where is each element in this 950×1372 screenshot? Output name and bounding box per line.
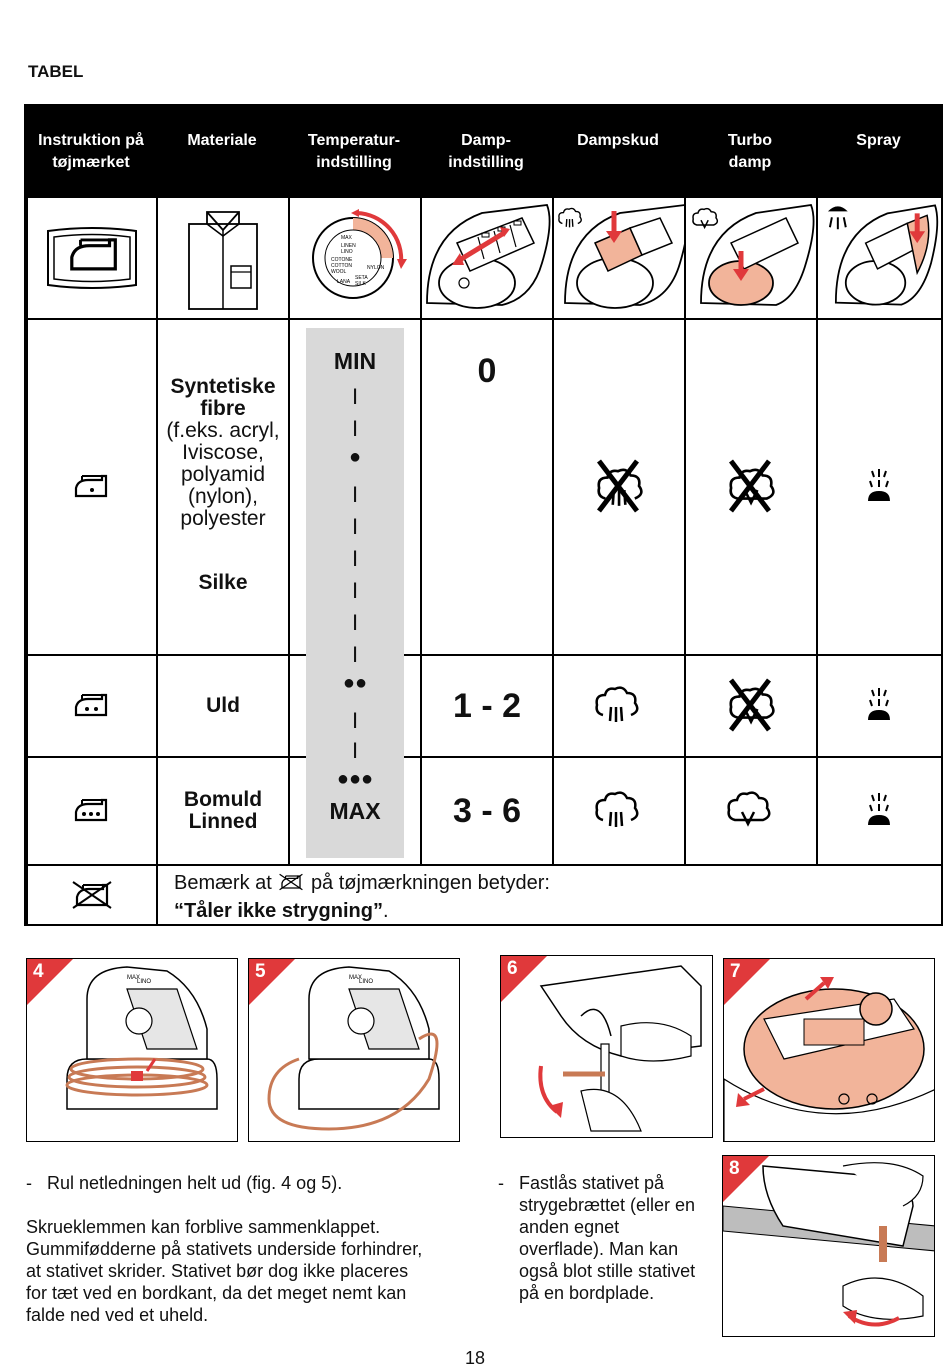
temp-three-dots: ●●●	[336, 768, 374, 790]
header-material: Materiale	[156, 106, 288, 198]
left-text-block: - Rul netledningen helt ud (fig. 4 og 5)…	[26, 1172, 486, 1326]
steam-cell-wool: 1 - 2	[420, 654, 554, 758]
left-paragraph: Skrueklemmen kan forblive sammenklappet.…	[26, 1217, 423, 1325]
note-cell: Bemærk at på tøjmærkningen betyder: “Tål…	[156, 864, 943, 926]
turbo-steam-icon	[684, 196, 818, 320]
spray-allowed-icon	[816, 318, 943, 656]
svg-text:COTONE: COTONE	[331, 257, 353, 263]
figure-7: 7	[723, 958, 935, 1142]
svg-text:LINEN: LINEN	[341, 243, 356, 249]
temp-max-label: MAX	[329, 798, 381, 824]
shirt-icon	[156, 196, 290, 320]
header-spray: Spray	[816, 106, 941, 198]
svg-text:NYLON: NYLON	[367, 265, 385, 271]
temp-two-dots: ●●	[342, 672, 368, 694]
dial-label: MAX	[341, 235, 353, 241]
figure-4: MAX LINO 4	[26, 958, 238, 1142]
temperature-dial-icon: MAX LINEN LINO COTONE COTTON WOOL SETA N…	[288, 196, 422, 320]
iron-one-dot-icon	[26, 318, 158, 656]
temp-one-dot: ●	[348, 446, 362, 468]
steam-cell-cotton: 3 - 6	[420, 756, 554, 866]
svg-text:SILK: SILK	[355, 281, 367, 287]
steam-burst-icon	[552, 196, 686, 320]
page-title: TABEL	[28, 62, 84, 81]
figure-6: 6	[500, 955, 713, 1138]
figure-number-badge	[501, 956, 547, 1002]
figure-8: 8	[722, 1155, 935, 1337]
header-steam-burst: Dampskud	[552, 106, 684, 198]
note-line2: “Tåler ikke strygning”.	[174, 900, 389, 922]
spray-allowed-icon	[816, 654, 943, 758]
svg-text:LINO: LINO	[359, 979, 373, 985]
figure-number-badge	[723, 1156, 769, 1202]
svg-text:SETA: SETA	[355, 275, 368, 281]
svg-text:LINO: LINO	[137, 979, 151, 985]
iron-two-dot-icon	[26, 654, 158, 758]
steam-burst-allowed-icon	[552, 654, 686, 758]
temp-min-label: MIN	[333, 348, 377, 374]
no-turbo-icon	[684, 318, 818, 656]
svg-text:LANA: LANA	[337, 279, 351, 285]
figure-number-badge	[724, 959, 770, 1005]
svg-text:COTTON: COTTON	[331, 263, 352, 269]
figure-number-badge	[27, 959, 73, 1005]
header-temperature: Temperatur-indstilling	[288, 106, 420, 198]
iron-three-dot-icon	[26, 756, 158, 866]
no-turbo-icon	[684, 654, 818, 758]
page-number: 18	[464, 1348, 486, 1368]
note-line1: Bemærk at på tøjmærkningen betyder:	[174, 872, 550, 894]
steam-cell-synthetic: 0	[420, 318, 554, 656]
bullet-item: - Rul netledningen helt ud (fig. 4 og 5)…	[26, 1173, 343, 1193]
material-synthetic-cell: Syntetiske fibre (f.eks. acryl, Iviscose…	[156, 318, 290, 656]
steam-burst-allowed-icon	[552, 756, 686, 866]
header-steam-setting: Damp-indstilling	[420, 106, 552, 198]
svg-text:LINO: LINO	[341, 249, 353, 255]
svg-text:MAX: MAX	[127, 975, 140, 981]
turbo-allowed-icon	[684, 756, 818, 866]
figure-5: MAX LINO 5	[248, 958, 460, 1142]
spray-allowed-icon	[816, 756, 943, 866]
spray-icon	[816, 196, 943, 320]
material-wool-cell: Uld	[156, 654, 290, 758]
steam-setting-icon	[420, 196, 554, 320]
no-iron-icon	[279, 873, 304, 891]
care-label-icon	[26, 196, 158, 320]
no-steam-burst-icon	[552, 318, 686, 656]
no-iron-icon	[26, 864, 158, 926]
figure-number-badge	[249, 959, 295, 1005]
svg-text:MAX: MAX	[349, 975, 362, 981]
svg-text:WOOL: WOOL	[331, 269, 346, 275]
temperature-scale: MIN I I ● I I I I I I ●● I I ●●● MAX	[306, 328, 404, 858]
